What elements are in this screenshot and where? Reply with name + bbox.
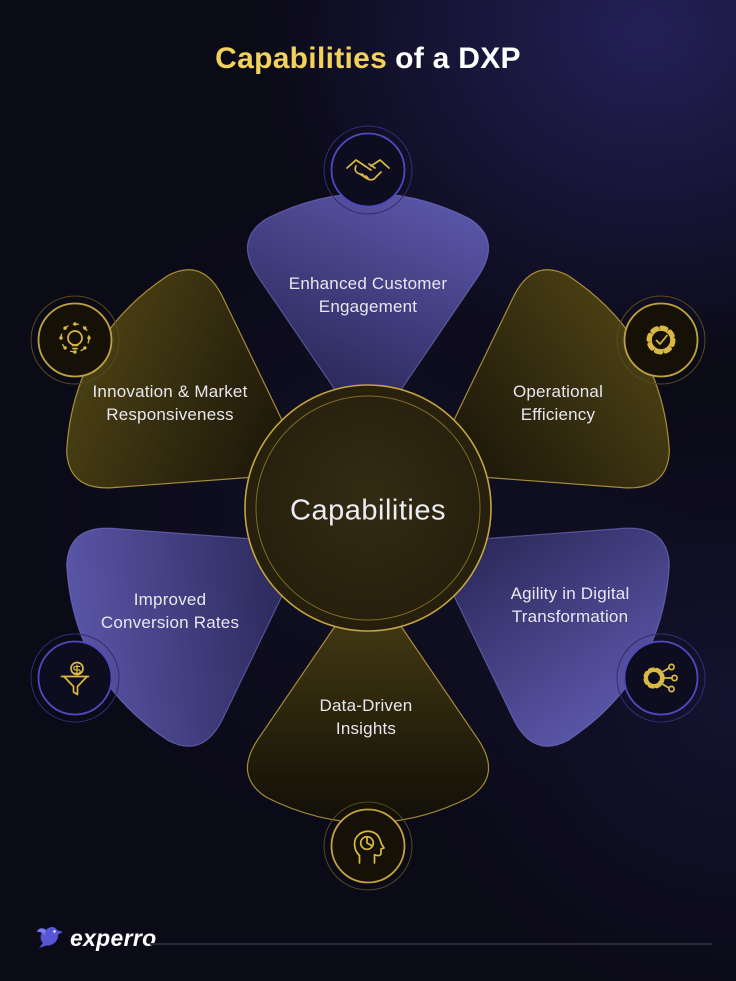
gear-network-icon	[613, 630, 709, 726]
gear-check-icon	[613, 292, 709, 388]
experro-logo-bird-icon	[37, 927, 63, 948]
innovation-bulb-icon	[27, 292, 123, 388]
label-line: Engagement	[318, 297, 418, 316]
center-circle-label: Capabilities	[290, 494, 446, 527]
label-line: Data-Driven	[319, 696, 413, 715]
label-agility-digital-transformation: Agility in Digital Transformation	[511, 582, 630, 628]
funnel-dollar-icon	[27, 630, 123, 726]
title-rest: of a DXP	[395, 42, 521, 75]
footer: experro	[36, 921, 156, 955]
center-inner-ring	[255, 395, 481, 621]
label-line: Conversion Rates	[100, 613, 240, 632]
title-highlight: Capabilities	[215, 42, 388, 75]
label-line: Responsiveness	[106, 405, 234, 424]
label-operational-efficiency: Operational Efficiency	[513, 380, 603, 426]
label-line: Innovation & Market	[92, 382, 248, 401]
head-analytics-icon	[320, 798, 416, 894]
label-enhanced-customer-engagement: Enhanced Customer Engagement	[289, 272, 447, 318]
label-data-driven-insights: Data-Driven Insights	[320, 694, 413, 740]
label-line: Improved	[133, 590, 207, 609]
label-improved-conversion-rates: Improved Conversion Rates	[101, 588, 239, 634]
brand-name: experro	[70, 924, 157, 951]
label-innovation-market-responsiveness: Innovation & Market Responsiveness	[93, 380, 248, 426]
handshake-icon	[320, 122, 416, 218]
label-line: Insights	[335, 719, 397, 738]
label-line: Agility in Digital	[510, 584, 630, 603]
label-line: Enhanced Customer	[288, 274, 448, 293]
label-line: Transformation	[511, 607, 629, 626]
footer-divider	[150, 943, 712, 945]
label-line: Operational	[512, 382, 604, 401]
label-line: Efficiency	[520, 405, 596, 424]
center-circle	[244, 384, 492, 632]
